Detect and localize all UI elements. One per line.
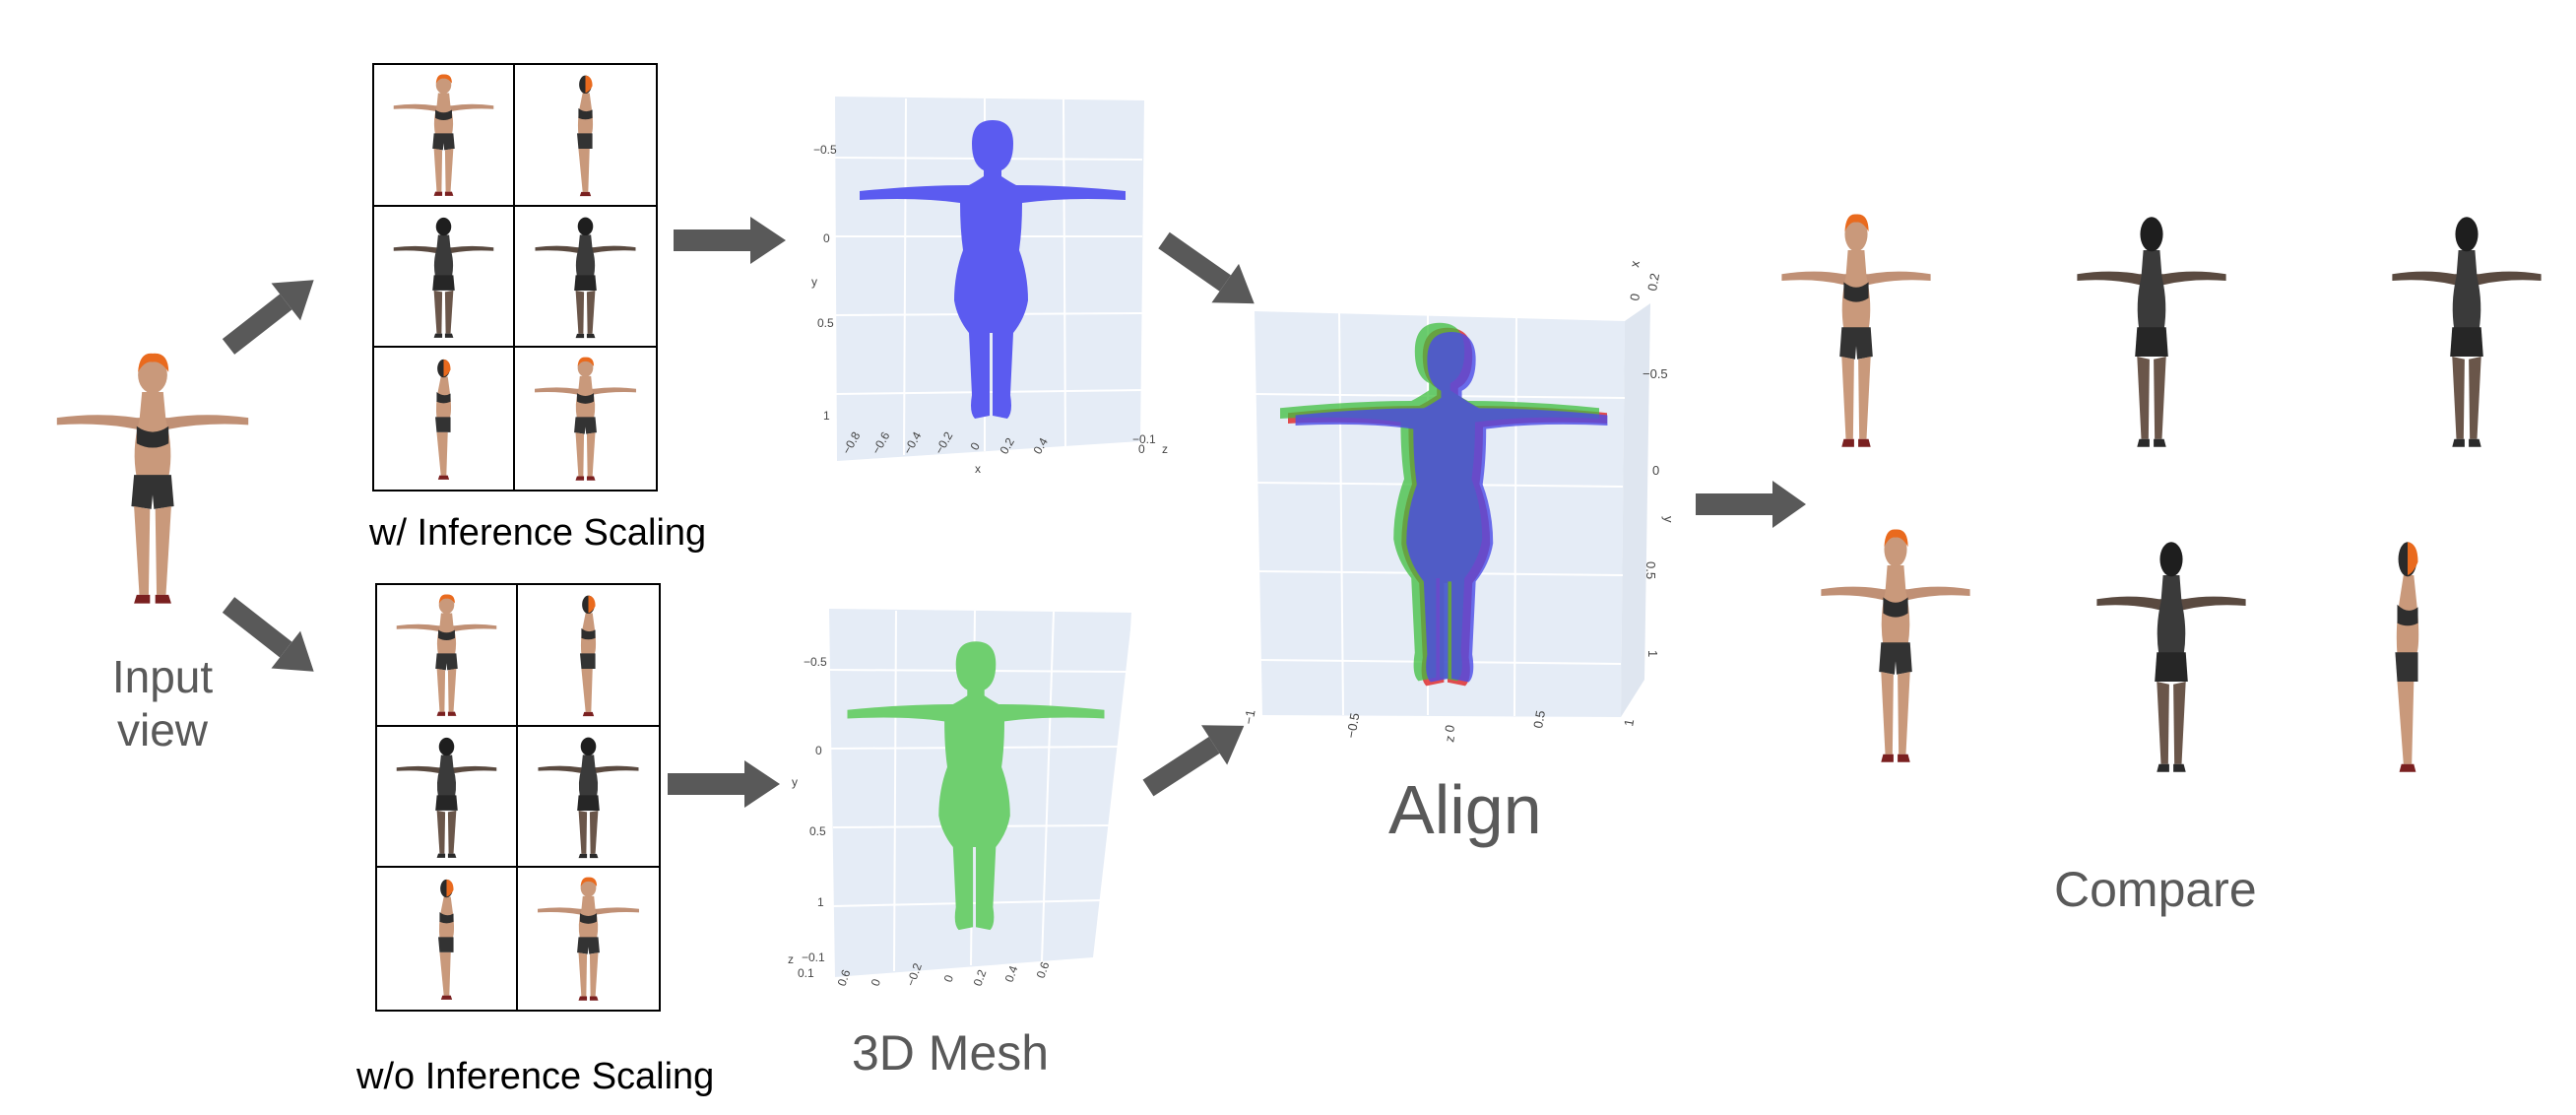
mesh-plot-top: −0.5 0 0.5 1 y −0.8 −0.6 −0.4 −0.2 0 0.2…: [811, 92, 1168, 473]
view-cell: [374, 348, 515, 490]
compare-render: [1753, 197, 1960, 463]
tick-label: 0.4: [1002, 963, 1021, 984]
align-label: Align: [1388, 771, 1542, 848]
mesh-plot-bottom: −0.5 0 0.5 1 y 0.6 0 −0.2 0 0.2 0.4 0.6 …: [788, 609, 1133, 988]
compare-render: [2068, 522, 2275, 788]
compare-render: [2048, 197, 2255, 463]
arrow-icon: [1696, 481, 1806, 528]
compare-grid: [1753, 197, 2570, 808]
view-cell: [374, 65, 515, 207]
arrow-icon: [222, 597, 314, 672]
tick-label: 1: [823, 409, 830, 423]
compare-render: [2363, 197, 2570, 463]
align-plot: −0.5 0 0.5 1 y −1 −0.5 0 0.5 1 z 0.2 0 x: [1241, 259, 1674, 744]
axis-label: z: [788, 952, 794, 966]
tick-label: 0.2: [971, 967, 990, 988]
input-view-label: Input view: [89, 650, 236, 756]
tick-label: −0.5: [804, 655, 827, 669]
tick-label: 0: [1652, 463, 1659, 478]
view-cell: [377, 868, 518, 1010]
axis-label: z: [1442, 735, 1457, 744]
tick-label: 1: [1645, 650, 1660, 657]
axis-label: y: [1661, 516, 1674, 523]
tick-label: 0.5: [817, 316, 834, 330]
view-cell: [377, 585, 518, 727]
tick-label: 0.6: [1034, 959, 1053, 980]
multiview-grid-with-scaling: [372, 63, 658, 492]
arrow-icon: [1142, 725, 1245, 797]
tick-label: 0: [1627, 293, 1642, 302]
tick-label: 0: [823, 231, 830, 245]
view-cell: [515, 65, 656, 207]
arrow-icon: [1158, 231, 1255, 304]
tick-label: −0.1: [1132, 432, 1156, 446]
axis-label: z: [1162, 442, 1168, 456]
tick-label: 0.5: [809, 824, 826, 838]
tick-label: 0.5: [1643, 561, 1658, 579]
view-cell: [518, 585, 659, 727]
compare-label: Compare: [2054, 862, 2257, 917]
axis-label: x: [975, 462, 981, 473]
compare-render: [1792, 512, 1999, 778]
tick-label: −0.1: [802, 951, 825, 964]
axis-label: y: [792, 775, 798, 789]
view-cell: [515, 207, 656, 349]
multiview-grid-without-scaling: [375, 583, 661, 1012]
arrow-icon: [222, 280, 314, 355]
tick-label: 0.5: [1530, 709, 1548, 729]
arrow-icon: [674, 217, 786, 264]
tick-label: 0: [815, 744, 822, 757]
tick-label: 0.1: [798, 966, 814, 980]
tick-label: −0.5: [1642, 366, 1668, 381]
view-cell: [377, 726, 518, 869]
input-view-label-line1: Input: [111, 651, 214, 702]
view-cell: [518, 727, 659, 869]
compare-render: [2304, 522, 2511, 788]
arrow-icon: [668, 760, 780, 808]
tick-label: 1: [817, 895, 824, 909]
view-cell: [374, 206, 515, 349]
with-scaling-label: w/ Inference Scaling: [369, 512, 707, 554]
tick-label: 0.6: [835, 967, 854, 988]
tick-label: 0.2: [1644, 272, 1662, 292]
tick-label: −1: [1241, 708, 1257, 725]
axis-label: x: [1627, 259, 1642, 268]
tick-label: 0: [1442, 724, 1457, 734]
tick-label: 0: [1138, 442, 1145, 456]
tick-label: −0.5: [1343, 712, 1362, 740]
tick-label: 0: [941, 973, 957, 984]
axis-label: y: [811, 275, 817, 289]
tick-label: 1: [1621, 718, 1637, 728]
tick-label: 0: [869, 977, 884, 988]
mesh-label: 3D Mesh: [852, 1025, 1050, 1081]
input-view-label-line2: view: [116, 704, 209, 755]
tick-label: −0.5: [813, 143, 837, 157]
without-scaling-label: w/o Inference Scaling: [356, 1056, 715, 1097]
